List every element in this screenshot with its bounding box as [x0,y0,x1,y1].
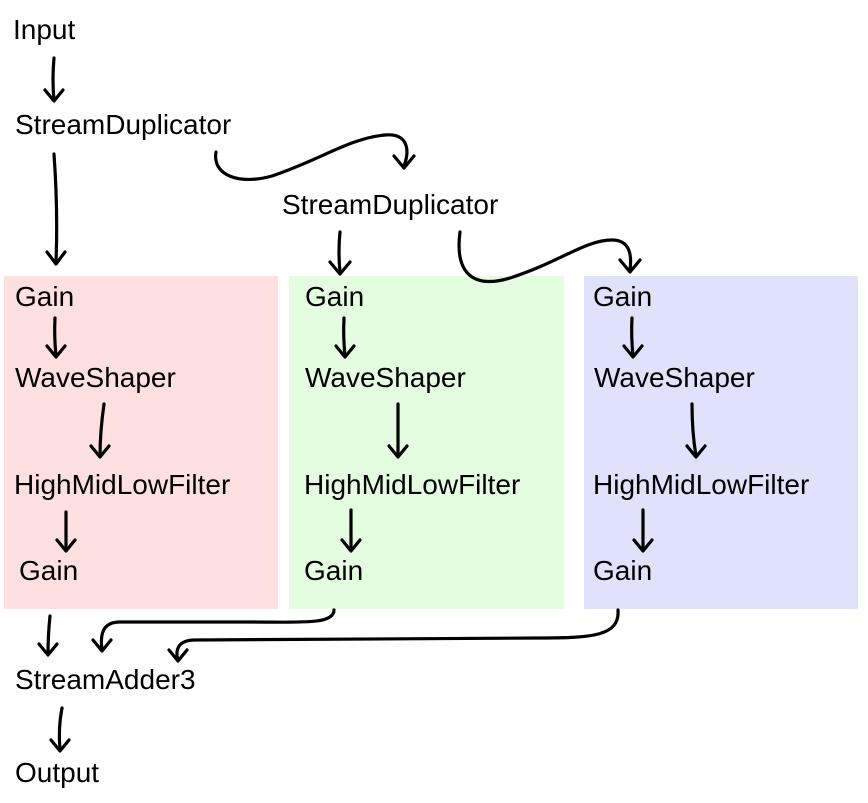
arrow-input-to-duplicator [51,56,56,102]
arrow-band3-gain-to-shaper [630,316,635,358]
arrow-duplicator-to-band1 [52,152,59,264]
arrowhead-band2-gain-to-shaper [334,344,356,359]
arrow-band3-shaper-to-filter [690,402,698,458]
arrow-band2-to-adder [99,608,336,652]
arrow-band2-gain-to-shaper [342,316,347,358]
node-stream-duplicator-mid: StreamDuplicator [282,189,499,220]
band-2-gain-out: Gain [304,555,364,586]
band-1-gain-out: Gain [19,555,79,586]
band-2-gain-in: Gain [305,281,365,312]
arrow-band1-gain-to-shaper [53,316,58,358]
band-3-gain-in: Gain [593,281,653,312]
arrowhead-band3-filter-to-gain [632,538,654,553]
arrowhead-band3-shaper-to-filter [685,444,707,459]
band-2-filter: HighMidLowFilter [304,469,521,500]
arrowhead-band3-gain-to-shaper [622,344,644,359]
band-2-waveshaper: WaveShaper [305,362,466,393]
node-stream-duplicator-top: StreamDuplicator [15,109,232,140]
arrow-adder-to-output [57,706,64,752]
arrowhead-band1-to-adder [37,642,59,657]
arrowhead-band2-shaper-to-filter [387,444,409,459]
arrowhead-duplicator-to-duplicator [392,154,416,170]
band-3-filter: HighMidLowFilter [593,469,810,500]
band-2-panel [289,276,564,609]
arrow-duplicator2-to-band3 [457,230,633,284]
arrow-duplicator-to-duplicator [214,133,409,181]
band-1-gain-in: Gain [15,281,75,312]
band-3-waveshaper: WaveShaper [594,362,755,393]
arrowhead-band1-gain-to-shaper [45,344,67,359]
arrowhead-adder-to-output [49,738,71,753]
band-1-filter: HighMidLowFilter [14,469,231,500]
arrowhead-duplicator2-to-band3 [618,258,642,274]
arrow-band3-to-adder [175,608,620,662]
node-input: Input [13,14,76,45]
arrow-duplicator2-to-band2 [337,230,342,274]
band-1-panel [4,276,278,609]
arrowhead-input-to-duplicator [43,88,65,103]
arrow-band1-shaper-to-filter [98,402,106,458]
arrow-band1-to-adder [46,614,52,656]
node-stream-adder3: StreamAdder3 [15,664,196,695]
node-output: Output [15,757,100,788]
arrowhead-band2-filter-to-gain [340,538,362,553]
band-1-waveshaper: WaveShaper [15,362,176,393]
arrowhead-band1-filter-to-gain [55,538,77,553]
band-3-panel [584,276,858,609]
arrowhead-duplicator-to-band1 [45,250,67,266]
arrowhead-band3-to-adder [167,648,189,663]
arrowhead-band1-shaper-to-filter [89,444,111,459]
band-3-gain-out: Gain [593,555,653,586]
arrowhead-duplicator2-to-band2 [328,260,352,276]
arrowhead-band2-to-adder [91,638,113,653]
